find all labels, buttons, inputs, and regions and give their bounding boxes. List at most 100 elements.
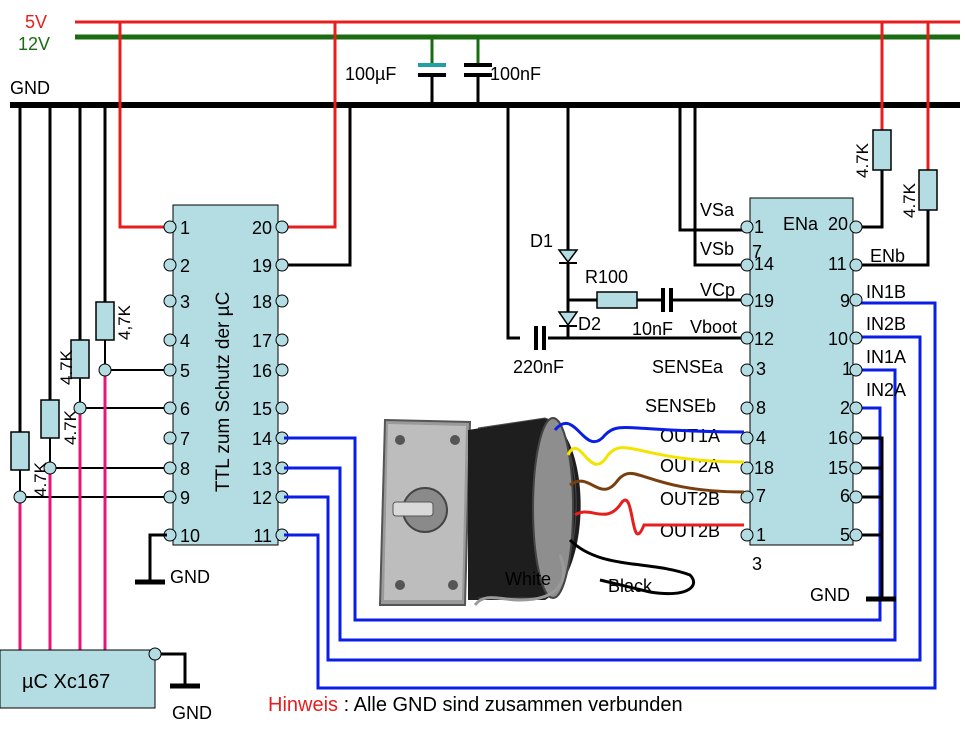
resistor-en-a (872, 129, 892, 171)
cap-220nf-label: 220nF (513, 357, 564, 377)
mcu-gnd-wire (161, 652, 187, 685)
resistor-r3-label: 4.7K (57, 349, 76, 385)
ttl-right-pin-dot-16 (275, 363, 289, 377)
stepper-motor (378, 417, 581, 606)
driver-right-pin-dot-4 (849, 363, 863, 377)
signal-wires (284, 301, 937, 690)
left-wiring (18, 22, 352, 650)
driver-lpin-8: 8 (756, 398, 766, 418)
capacitor-100nf (464, 37, 492, 105)
ttl-right-pin-number-17: 17 (252, 331, 272, 351)
resistor-en-b (918, 169, 938, 211)
driver-gnd-label: GND (810, 585, 850, 605)
driver-lpin-1b: 1 (756, 525, 766, 545)
ttl-left-pin-number-5: 5 (180, 361, 190, 381)
ttl-left-pin-number-4: 4 (180, 331, 190, 351)
driver-right-pin-dot-2 (849, 293, 863, 307)
driver-rpin-20: 20 (828, 214, 848, 234)
driver-right-pins (849, 220, 863, 542)
driver-label-enb: ENb (870, 246, 905, 266)
driver-label-vcp: VCp (700, 280, 735, 300)
driver-rpin-10: 10 (828, 329, 848, 349)
ttl-left-pin-number-1: 1 (180, 218, 190, 238)
diode-d2-label: D2 (578, 314, 601, 334)
ttl-chip-title: TTL zum Schutz der µC (213, 292, 234, 492)
driver-label-senseb: SENSEb (645, 396, 716, 416)
mcu-gnd-pin (148, 647, 162, 661)
ttl-right-pin-number-12: 12 (252, 488, 272, 508)
footer-note-text: : Alle GND sind zusammen verbunden (338, 694, 683, 716)
driver-lpin-4: 4 (756, 428, 766, 448)
driver-label-vsa: VSa (700, 200, 735, 220)
diode-d1-label: D1 (530, 231, 553, 251)
ttl-left-pin-number-9: 9 (180, 488, 190, 508)
driver-rpin-1: 1 (842, 359, 852, 379)
ttl-right-pin-number-16: 16 (252, 361, 272, 381)
driver-left-pin-dot-2 (740, 293, 754, 307)
resistor-r100-label: R100 (585, 267, 628, 287)
driver-left-pin-dot-7 (740, 461, 754, 475)
driver-left-pin-dot-3 (740, 331, 754, 345)
resistor-r3 (70, 339, 90, 379)
driver-rpin-2: 2 (840, 398, 850, 418)
ttl-left-pin-number-8: 8 (180, 459, 190, 479)
footer-note: Hinweis : Alle GND sind zusammen verbund… (268, 694, 683, 716)
driver-label-in2b: IN2B (866, 314, 906, 334)
driver-rpin-9: 9 (840, 291, 850, 311)
driver-label-vsb: VSb (700, 239, 734, 259)
driver-label-vboot: Vboot (690, 317, 737, 337)
ttl-gnd-wire (148, 533, 167, 580)
driver-right-pin-dot-9 (849, 528, 863, 542)
ttl-right-pin-dot-17 (275, 333, 289, 347)
ttl-right-pin-number-20: 20 (252, 218, 272, 238)
ttl-right-pin-number-11: 11 (253, 526, 272, 546)
motor-wire-white: White (505, 569, 551, 589)
ttl-left-pin-number-7: 7 (180, 429, 190, 449)
ttl-right-pin-dot-18 (275, 294, 289, 308)
junction-dots (13, 363, 112, 504)
ttl-left-pin-dot-4 (163, 333, 177, 347)
cap-100nf-label: 100nF (490, 64, 541, 84)
resistor-r2-label: 4.7K (61, 409, 80, 445)
ttl-left-pin-dot-7 (163, 431, 177, 445)
driver-right-pin-dot-6 (849, 431, 863, 445)
resistor-en-a-label: 4.7K (853, 142, 872, 178)
driver-left-pin-dot-4 (740, 363, 754, 377)
diode-d1 (557, 249, 579, 264)
driver-left-pin-dot-6 (740, 431, 754, 445)
ttl-right-pin-number-14: 14 (252, 429, 272, 449)
resistor-en-b-label: 4.7K (900, 182, 919, 218)
ttl-right-pin-dot-19 (275, 258, 289, 272)
driver-left-pin-dot-8 (740, 490, 754, 504)
driver-left-pin-dot-9 (740, 528, 754, 542)
ttl-left-pin-dot-9 (163, 490, 177, 504)
cap-100uf-label: 100µF (345, 64, 396, 84)
driver-label-in1a: IN1A (866, 347, 906, 367)
rail-gnd-label: GND (10, 78, 50, 98)
driver-label-out2b-a: OUT2B (660, 489, 720, 509)
driver-lpin-19: 19 (754, 291, 774, 311)
driver-right-pin-dot-0 (849, 220, 863, 234)
enable-pullups (858, 22, 930, 267)
motor-wire-black: Black (608, 576, 653, 596)
driver-right-pin-dot-8 (849, 490, 863, 504)
ttl-left-pin-dot-8 (163, 461, 177, 475)
resistor-r4-label: 4,7K (115, 304, 134, 340)
driver-chip (749, 197, 854, 546)
mcu-gnd-label: GND (172, 703, 212, 723)
driver-right-pin-dot-5 (849, 401, 863, 415)
ttl-right-pin-number-19: 19 (252, 256, 272, 276)
driver-right-pin-dot-7 (849, 461, 863, 475)
driver-left-pins (740, 220, 754, 542)
driver-rpin-5: 5 (840, 525, 850, 545)
driver-lpin-7b: 7 (756, 486, 766, 506)
driver-rpin-16: 16 (828, 428, 848, 448)
ttl-left-pin-dot-2 (163, 258, 177, 272)
driver-label-in1b: IN1B (866, 282, 906, 302)
driver-lpin-12: 12 (754, 329, 774, 349)
footer-note-hint: Hinweis (268, 694, 338, 716)
ttl-right-pin-number-18: 18 (252, 292, 272, 312)
resistor-r2 (40, 399, 60, 439)
